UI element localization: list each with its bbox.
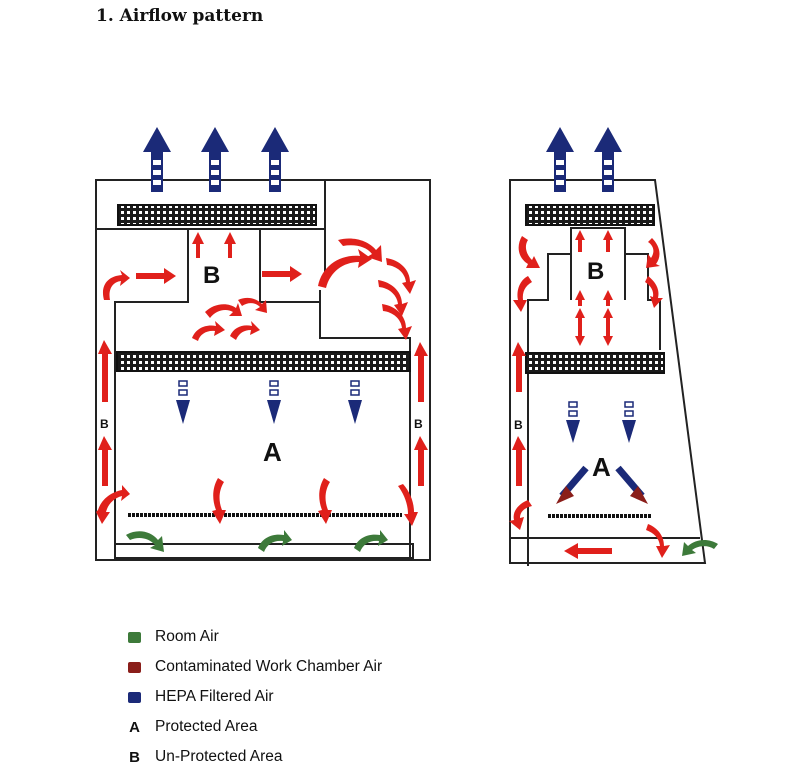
arrow-curve-icon [338, 238, 382, 262]
side-contaminated-arrows [509, 230, 670, 559]
arrow-curve-icon [646, 238, 660, 268]
front-supply-hepa-filter [116, 351, 411, 372]
exhaust-arrow-icon [594, 127, 622, 192]
arrow-up-icon [603, 290, 613, 306]
arrow-curve-icon [318, 478, 332, 524]
arrow-up-icon [603, 230, 613, 252]
downflow-arrow-icon [622, 401, 636, 443]
side-zone-a-label: A [592, 452, 611, 482]
side-plenum-inner [547, 254, 626, 300]
arrow-curve-icon [398, 484, 418, 526]
legend-item-protected-area: A Protected Area [128, 712, 382, 742]
arrow-curve-icon [192, 321, 225, 341]
side-room-air-arrows [682, 540, 718, 556]
arrow-curve-icon [318, 249, 372, 288]
side-side-label-left: B [514, 418, 523, 432]
arrow-curve-icon [238, 297, 267, 313]
arrow-up-icon [575, 230, 585, 252]
front-side-label-right: B [414, 417, 423, 431]
exhaust-arrow-icon [261, 127, 289, 192]
arrow-left-icon [564, 543, 612, 559]
room-air-arrow-icon [126, 531, 164, 552]
room-air-arrow-icon [682, 540, 718, 556]
side-supply-hepa-filter [525, 352, 665, 374]
arrow-up-icon [224, 232, 236, 258]
downflow-arrow-icon [267, 380, 281, 424]
legend: Room Air Contaminated Work Chamber Air H… [128, 622, 382, 772]
legend-letter: A [129, 718, 140, 736]
arrow-diagonal-icon [556, 486, 574, 504]
airflow-diagram: B A B B [95, 127, 718, 566]
front-room-air-arrows [126, 530, 388, 552]
arrow-curve-icon [509, 500, 532, 530]
front-exhaust-arrows [143, 127, 289, 192]
arrow-curve-icon [518, 236, 540, 268]
arrow-up-icon [414, 436, 428, 486]
front-contaminated-arrows [96, 232, 428, 526]
legend-label: Un-Protected Area [155, 748, 283, 765]
side-view [509, 179, 707, 566]
arrow-up-icon [192, 232, 204, 258]
blue-square-icon [128, 691, 141, 703]
legend-label: Contaminated Work Chamber Air [155, 658, 383, 675]
arrow-up-icon [512, 342, 526, 392]
legend-item-room-air: Room Air [128, 622, 382, 652]
legend-item-contaminated-air: Contaminated Work Chamber Air [128, 652, 382, 682]
arrow-curve-icon [96, 485, 130, 524]
page-title: 1. Airflow pattern [96, 6, 264, 26]
front-zone-b-label: B [203, 262, 220, 289]
front-side-label-left: B [100, 417, 109, 431]
arrow-up-icon [414, 342, 428, 402]
arrow-up-icon [98, 436, 112, 486]
room-air-arrow-icon [354, 530, 388, 552]
arrow-up-icon [575, 290, 585, 306]
arrow-curve-icon [102, 270, 130, 300]
arrow-up-icon [98, 340, 112, 402]
exhaust-arrow-icon [143, 127, 171, 192]
side-exhaust-hepa-filter [525, 204, 655, 226]
exhaust-arrow-icon [201, 127, 229, 192]
arrow-up-icon [512, 436, 526, 486]
arrow-curve-icon [382, 304, 412, 340]
front-exhaust-hepa-filter [117, 204, 317, 226]
arrow-diagonal-icon [630, 486, 648, 504]
side-zone-b-label: B [587, 258, 604, 285]
front-cabinet-outline [95, 179, 431, 561]
arrow-updown-icon [603, 308, 613, 346]
legend-label: Room Air [155, 628, 219, 645]
arrow-curve-icon [205, 303, 242, 318]
side-inner-wall [527, 227, 661, 566]
arrow-curve-icon [378, 280, 408, 316]
exhaust-arrow-icon [546, 127, 574, 192]
front-zone-a-label: A [263, 437, 282, 467]
front-plenum [114, 228, 411, 560]
arrow-curve-icon [646, 524, 670, 558]
side-exhaust-arrows [546, 127, 622, 192]
arrow-right-icon [262, 266, 302, 282]
legend-letter: B [129, 748, 140, 766]
downflow-arrow-icon [348, 380, 362, 424]
arrow-right-icon [136, 268, 176, 284]
arrow-curve-icon [386, 258, 416, 294]
legend-item-hepa-air: HEPA Filtered Air [128, 682, 382, 712]
front-downflow-arrows [176, 380, 362, 424]
room-air-arrow-icon [258, 530, 292, 552]
side-diagonal-arrows [556, 465, 648, 504]
arrow-curve-icon [230, 321, 260, 340]
arrow-updown-icon [575, 308, 585, 346]
red-square-icon [128, 661, 141, 673]
arrow-curve-icon [513, 276, 532, 312]
arrow-curve-icon [645, 276, 663, 308]
green-square-icon [128, 631, 141, 643]
arrow-curve-icon [212, 478, 226, 524]
legend-label: HEPA Filtered Air [155, 688, 274, 705]
downflow-arrow-icon [176, 380, 190, 424]
legend-label: Protected Area [155, 718, 258, 735]
side-downflow-arrows [566, 401, 636, 443]
downflow-arrow-icon [566, 401, 580, 443]
legend-item-unprotected-area: B Un-Protected Area [128, 742, 382, 772]
